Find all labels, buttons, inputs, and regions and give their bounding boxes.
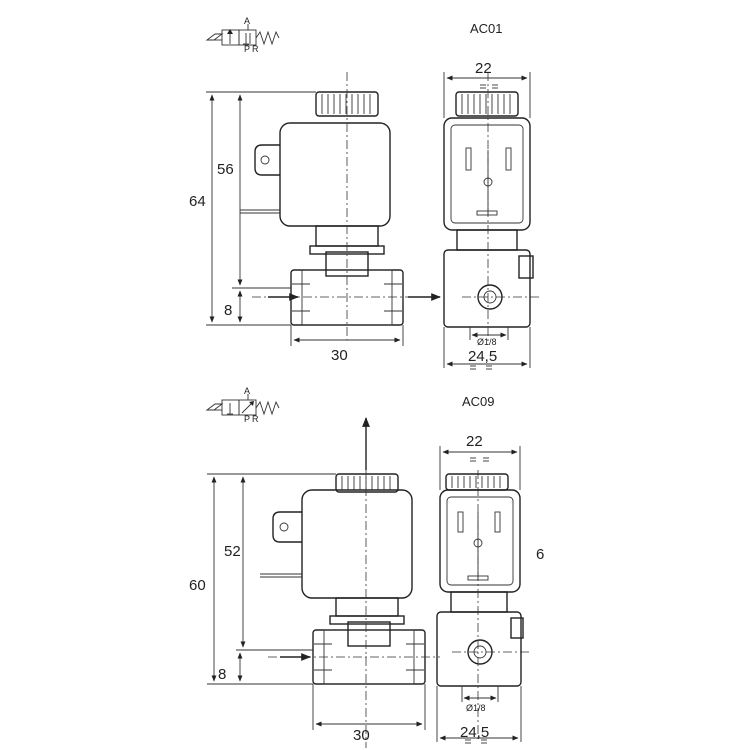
dim-coil-width-ac09: 22 bbox=[466, 433, 483, 450]
dim-port-width-ac01: 24,5 bbox=[468, 348, 497, 365]
svg-text:P: P bbox=[244, 44, 250, 54]
view-ac09: A P R AC09 bbox=[189, 386, 544, 748]
side-note-ac09: 6 bbox=[536, 546, 544, 563]
dim-base-height-ac01: 8 bbox=[224, 302, 232, 319]
dim-port-size-ac09: Ø1/8 bbox=[466, 703, 486, 713]
dim-port-size-ac01: Ø1/8 bbox=[477, 337, 497, 347]
dim-total-height-ac09: 60 bbox=[189, 577, 206, 594]
dims-front-ac09 bbox=[207, 473, 426, 730]
svg-text:A: A bbox=[244, 16, 250, 26]
dims-side-ac01 bbox=[443, 72, 531, 370]
model-label-ac09: AC09 bbox=[462, 394, 495, 409]
valve-symbol-ac09-icon: A P R bbox=[205, 386, 280, 424]
front-view-ac09 bbox=[260, 470, 440, 748]
dim-coil-height-ac01: 56 bbox=[217, 161, 234, 178]
view-ac01: A P R AC01 bbox=[189, 16, 540, 370]
dim-port-width-ac09: 24,5 bbox=[460, 724, 489, 741]
model-label-ac01: AC01 bbox=[470, 21, 503, 36]
svg-text:P: P bbox=[244, 414, 250, 424]
dim-coil-height-ac09: 52 bbox=[224, 543, 241, 560]
dim-coil-width-ac01: 22 bbox=[475, 60, 492, 77]
side-view-ac01 bbox=[443, 72, 540, 345]
svg-text:A: A bbox=[244, 386, 250, 396]
valve-symbol-ac01-icon: A P R bbox=[205, 16, 280, 54]
dim-body-width-ac01: 30 bbox=[331, 347, 348, 364]
dim-body-width-ac09: 30 bbox=[353, 727, 370, 744]
svg-text:R: R bbox=[252, 414, 259, 424]
svg-text:R: R bbox=[252, 44, 259, 54]
dims-front-ac01 bbox=[206, 91, 404, 346]
dims-side-ac09 bbox=[436, 446, 522, 744]
dim-total-height-ac01: 64 bbox=[189, 193, 206, 210]
front-view-ac01 bbox=[240, 72, 441, 340]
dim-base-height-ac09: 8 bbox=[218, 666, 226, 683]
side-view-ac09 bbox=[436, 470, 530, 742]
